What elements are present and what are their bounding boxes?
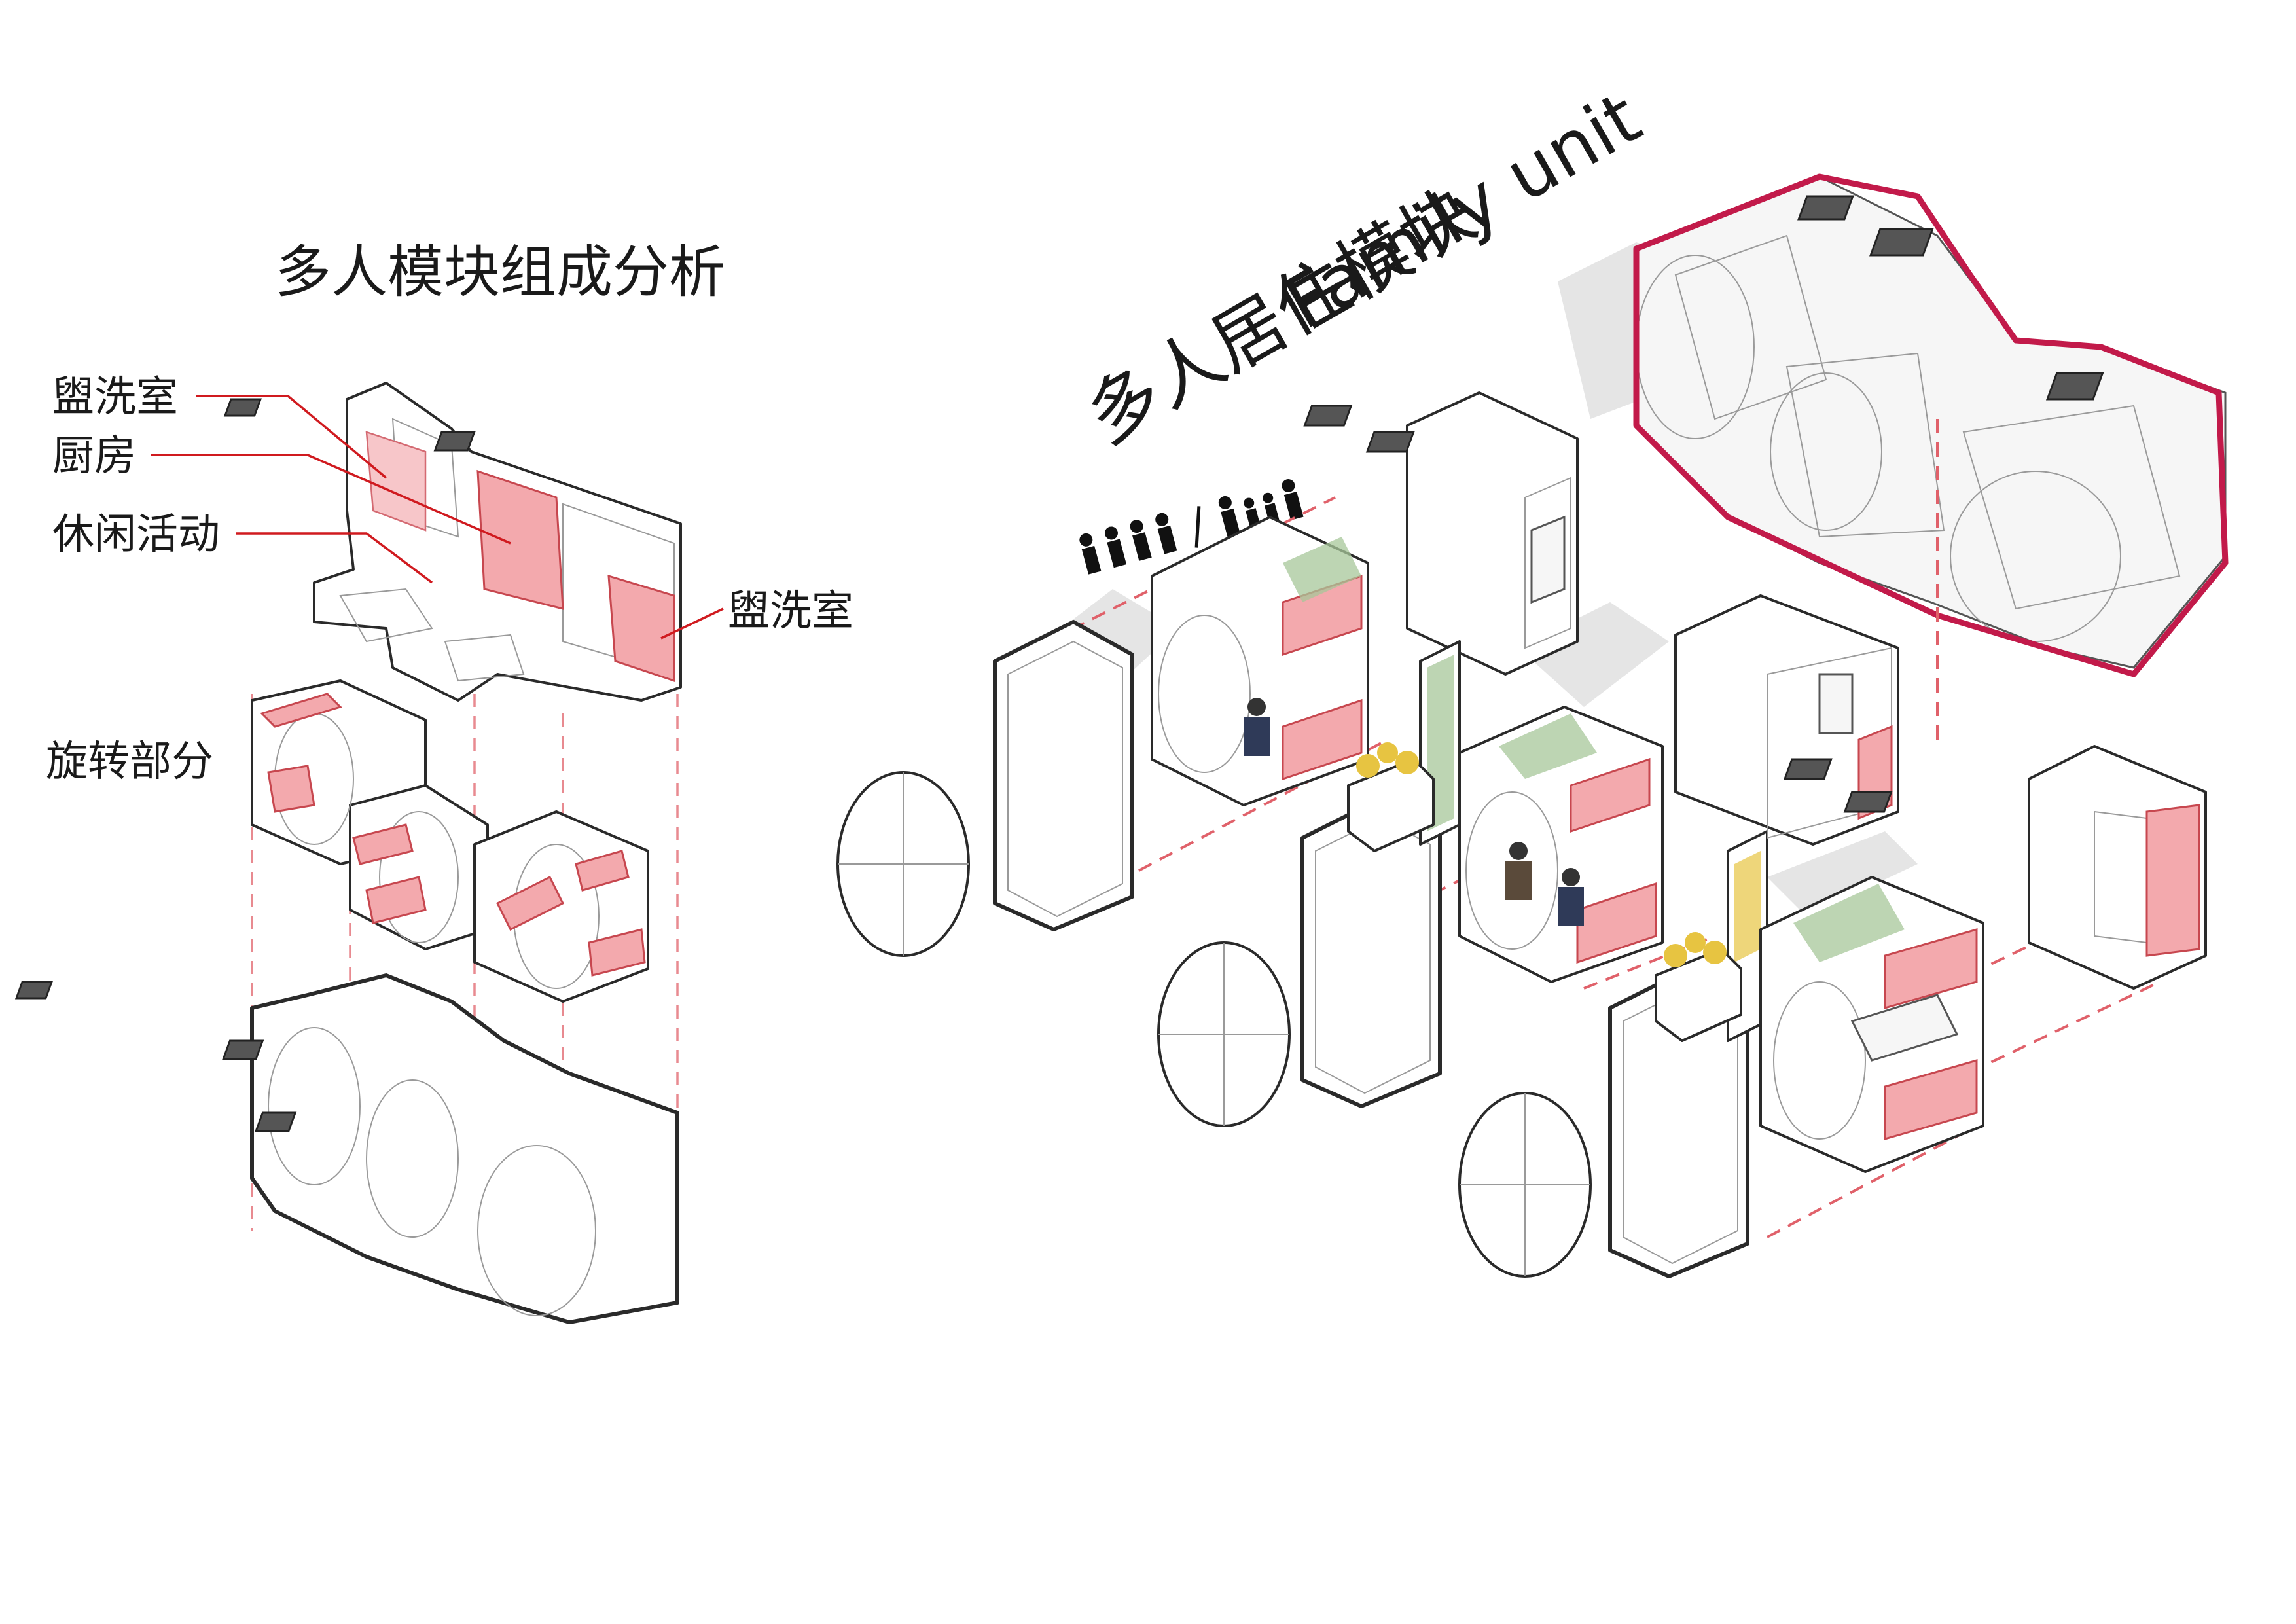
- label-washroom-2: 盥洗室: [728, 587, 853, 636]
- planters: [1347, 742, 1742, 1042]
- family-unit-highlight-outline: [1633, 173, 2229, 677]
- washroom-cube: [1783, 745, 2207, 990]
- label-rotating-part: 旋转部分: [46, 738, 213, 786]
- slash-divider: [1194, 506, 1201, 548]
- family-icon-group-1: [1079, 513, 1177, 575]
- kitchen-cabinet-upper: [1303, 391, 1579, 676]
- person-icon: [1247, 698, 1266, 716]
- rotating-cubes: [251, 679, 649, 1003]
- left-panel-title: 多人模块组成分析: [275, 240, 725, 305]
- kitchen-zone: [476, 469, 564, 610]
- module-leisure-1: [1151, 516, 1369, 806]
- top-module-drawing: [223, 382, 682, 702]
- right-panel: 多人居住模块 Family unit: [836, 76, 2229, 1278]
- module-bedroom: [1759, 876, 1984, 1173]
- label-leisure: 休闲活动: [52, 511, 220, 559]
- window-panels: [836, 620, 1749, 1278]
- label-kitchen: 厨房: [52, 432, 136, 480]
- washroom-zone-right: [607, 574, 675, 683]
- combined-family-unit: [1633, 173, 2229, 677]
- leader-lines: [151, 395, 724, 640]
- module-dining: [1458, 706, 1664, 983]
- left-panel: 多人模块组成分析 盥洗室 厨房 休闲活动 盥洗室: [14, 240, 853, 1324]
- label-washroom-1: 盥洗室: [52, 373, 178, 422]
- assembled-module: [14, 973, 679, 1324]
- washroom-zone-top: [365, 431, 427, 532]
